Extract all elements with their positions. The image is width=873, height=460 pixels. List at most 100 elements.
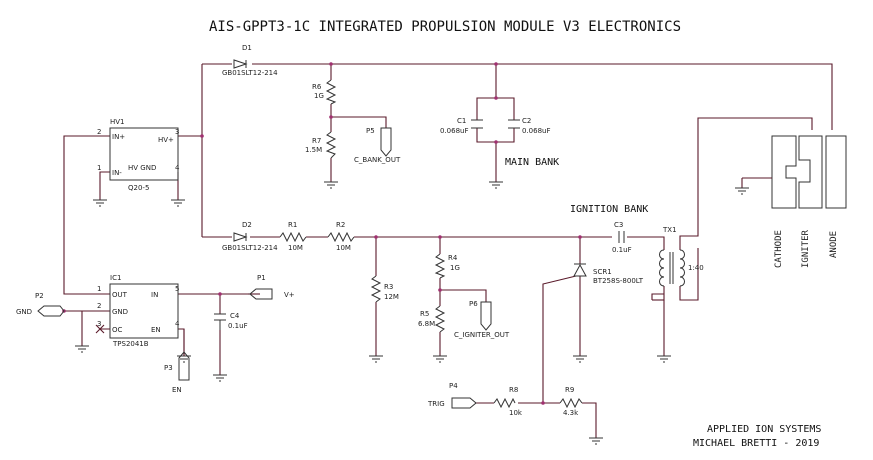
c1-ref: C1 (457, 117, 466, 125)
hv1-hv-gnd: HV GND (128, 164, 156, 172)
capacitor-c2: C2 0.068uF (508, 117, 551, 135)
capacitor-c4: C4 0.1uF (214, 312, 248, 330)
ic1-pin1: 1 (97, 285, 101, 293)
r5-ref: R5 (420, 310, 429, 318)
hv1-converter: HV1 IN+ IN- HV+ HV GND Q20-5 2 1 3 4 (97, 118, 180, 192)
r3-value: 12M (384, 293, 399, 301)
ic1-switch: IC1 OUT GND OC IN EN TPS2041B 1 2 3 5 4 (95, 274, 180, 348)
diode-d2: D2 GB01SLT12-214 (222, 221, 278, 252)
r4-ref: R4 (448, 254, 458, 262)
resistor-r8: R8 10k (493, 386, 523, 417)
resistor-r7: R7 1.5M (305, 131, 337, 159)
r4-value: 1G (450, 264, 460, 272)
ic1-pin5: 5 (175, 285, 179, 293)
p1-ref: P1 (257, 274, 266, 282)
scr1-ref: SCR1 (593, 268, 612, 276)
r9-ref: R9 (565, 386, 574, 394)
author-label: MICHAEL BRETTI - 2019 (693, 438, 819, 449)
resistor-r5: R5 6.8M (418, 305, 446, 333)
hv1-in-minus: IN- (112, 169, 122, 177)
main-bank-label: MAIN BANK (505, 157, 559, 168)
resistor-r2: R2 10M (327, 221, 355, 252)
port-p3: P3 EN (164, 329, 190, 394)
r6-ref: R6 (312, 83, 322, 91)
hv1-pin2: 2 (97, 128, 101, 136)
ic1-out: OUT (112, 291, 128, 299)
r7-value: 1.5M (305, 146, 322, 154)
r1-ref: R1 (288, 221, 297, 229)
ic1-ref: IC1 (110, 274, 121, 282)
p4-ref: P4 (449, 382, 458, 390)
ic1-en: EN (151, 326, 161, 334)
d1-ref: D1 (242, 44, 252, 52)
port-p6: P6 C_IGNITER_OUT (454, 300, 510, 339)
hv1-hv-plus: HV+ (158, 136, 174, 144)
hv1-ref: HV1 (110, 118, 125, 126)
c4-value: 0.1uF (228, 322, 248, 330)
r5-value: 6.8M (418, 320, 435, 328)
p6-net: C_IGNITER_OUT (454, 331, 510, 339)
capacitor-c1: C1 0.068uF (440, 117, 483, 135)
hv1-part: Q20-5 (128, 184, 149, 192)
c2-value: 0.068uF (522, 127, 551, 135)
r2-ref: R2 (336, 221, 345, 229)
tx1-ref: TX1 (662, 226, 677, 234)
c4-ref: C4 (230, 312, 240, 320)
r8-value: 10k (509, 409, 523, 417)
d1-part: GB01SLT12-214 (222, 69, 278, 77)
r3-ref: R3 (384, 283, 393, 291)
port-p2: P2 GND (16, 292, 65, 317)
r1-value: 10M (288, 244, 303, 252)
ignition-bank-label: IGNITION BANK (570, 204, 648, 215)
ic1-pin4: 4 (175, 320, 180, 328)
diode-d1: D1 GB01SLT12-214 (222, 44, 278, 77)
c3-ref: C3 (614, 221, 623, 229)
c3-value: 0.1uF (612, 246, 632, 254)
capacitor-c3: C3 0.1uF (612, 221, 632, 254)
ic1-gnd: GND (112, 308, 128, 316)
scr1-part: BT258S-800LT (593, 277, 644, 285)
resistor-r1: R1 10M (279, 221, 307, 252)
r9-value: 4.3k (563, 409, 579, 417)
ground-symbols (75, 181, 749, 445)
tx1-ratio: 1:40 (688, 264, 704, 272)
p2-net: GND (16, 308, 32, 316)
ic1-oc: OC (112, 326, 123, 334)
p3-net: EN (172, 386, 182, 394)
junctions (62, 62, 582, 405)
p1-net: V+ (284, 291, 295, 299)
resistor-r4: R4 1G (434, 253, 460, 279)
transformer-tx1: TX1 1:40 (651, 226, 704, 300)
p5-net: C_BANK_OUT (354, 156, 401, 164)
schematic-title: AIS-GPPT3-1C INTEGRATED PROPULSION MODUL… (209, 19, 681, 35)
wires (63, 63, 833, 438)
resistor-r9: R9 4.3k (559, 386, 583, 417)
ic1-pin2: 2 (97, 302, 101, 310)
c1-value: 0.068uF (440, 127, 469, 135)
resistor-r6: R6 1G (312, 79, 337, 105)
cathode-label: CATHODE (774, 230, 784, 268)
hv1-pin4: 4 (175, 164, 180, 172)
c2-ref: C2 (522, 117, 531, 125)
hv1-pin1: 1 (97, 164, 101, 172)
ic1-pin3: 3 (97, 320, 101, 328)
p3-ref: P3 (164, 364, 173, 372)
p2-ref: P2 (35, 292, 44, 300)
port-p4: P4 TRIG (427, 382, 477, 409)
p6-ref: P6 (469, 300, 478, 308)
anode-label: ANODE (829, 231, 839, 258)
r2-value: 10M (336, 244, 351, 252)
scr1-thyristor: SCR1 BT258S-800LT (573, 263, 644, 285)
port-p1: P1 V+ (248, 274, 295, 300)
p5-ref: P5 (366, 127, 375, 135)
r7-ref: R7 (312, 137, 321, 145)
port-p5: P5 C_BANK_OUT (354, 127, 401, 164)
hv1-in-plus: IN+ (112, 133, 125, 141)
d2-part: GB01SLT12-214 (222, 244, 278, 252)
r8-ref: R8 (509, 386, 518, 394)
igniter-label: IGNITER (801, 229, 811, 268)
ic1-part: TPS2041B (112, 340, 149, 348)
hv1-pin3: 3 (175, 128, 179, 136)
ic1-in: IN (151, 291, 158, 299)
